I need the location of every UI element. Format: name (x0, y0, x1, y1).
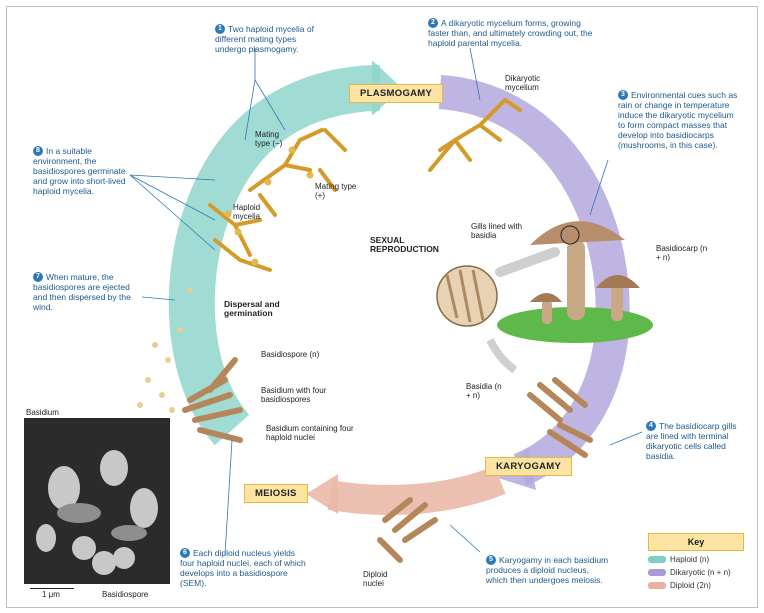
scale-bar (30, 588, 74, 589)
key-label-dikaryotic: Dikaryotic (n + n) (670, 568, 731, 577)
label-diploid-nuclei: Diploid nuclei (363, 570, 403, 588)
label-basidiospore-n: Basidiospore (n) (261, 350, 323, 359)
stage-plasmogamy: PLASMOGAMY (349, 84, 443, 103)
key-label-diploid: Diploid (2n) (670, 581, 711, 590)
note-1-number: 1 (215, 24, 225, 34)
key-legend: Key Haploid (n) Dikaryotic (n + n) Diplo… (648, 533, 744, 590)
label-mating-plus: Mating type (+) (315, 182, 359, 200)
note-8-text: In a suitable environment, the basidiosp… (33, 146, 126, 196)
note-6-text: Each diploid nucleus yields four haploid… (180, 548, 306, 588)
stage-meiosis: MEIOSIS (244, 484, 308, 503)
note-5-number: 5 (486, 555, 496, 565)
diploid-arrow-head (306, 474, 338, 514)
note-4-text: The basidiocarp gills are lined with ter… (646, 421, 736, 461)
note-7-text: When mature, the basidiospores are eject… (33, 272, 131, 312)
label-sexual-reproduction: SEXUAL REPRODUCTION (370, 236, 450, 254)
label-sem-basidium: Basidium (26, 408, 59, 417)
label-sem-basidiospore: Basidiospore (102, 590, 148, 599)
key-title: Key (648, 533, 744, 551)
note-2-number: 2 (428, 18, 438, 28)
key-item-dikaryotic: Dikaryotic (n + n) (648, 568, 744, 577)
note-5-text: Karyogamy in each basidium produces a di… (486, 555, 608, 585)
key-swatch-diploid (648, 582, 666, 589)
label-gills: Gills lined with basidia (471, 222, 535, 240)
note-7-number: 7 (33, 272, 43, 282)
note-3-number: 3 (618, 90, 628, 100)
note-6-number: 6 (180, 548, 190, 558)
note-4-number: 4 (646, 421, 656, 431)
note-3-text: Environmental cues such as rain or chang… (618, 90, 737, 150)
key-item-haploid: Haploid (n) (648, 555, 744, 564)
label-dikaryotic-mycelium: Dikaryotic mycelium (505, 74, 557, 92)
note-1-text: Two haploid mycelia of different mating … (215, 24, 314, 54)
label-mating-minus: Mating type (−) (255, 130, 295, 148)
label-basidia: Basidia (n + n) (466, 382, 502, 400)
label-basidium-four: Basidium with four basidiospores (261, 386, 351, 404)
label-basidium-nuclei: Basidium containing four haploid nuclei (266, 424, 354, 442)
stage-karyogamy: KARYOGAMY (485, 457, 572, 476)
key-item-diploid: Diploid (2n) (648, 581, 744, 590)
label-basidiocarp: Basidiocarp (n + n) (656, 244, 714, 262)
sem-micrograph (24, 418, 170, 584)
label-haploid-mycelia: Haploid mycelia (233, 203, 277, 221)
key-swatch-haploid (648, 556, 666, 563)
label-dispersal: Dispersal and germination (224, 300, 296, 318)
label-scale: 1 μm (42, 590, 60, 599)
note-2-text: A dikaryotic mycelium forms, growing fas… (428, 18, 592, 48)
diploid-arc (330, 480, 500, 500)
key-swatch-dikaryotic (648, 569, 666, 576)
note-8-number: 8 (33, 146, 43, 156)
key-label-haploid: Haploid (n) (670, 555, 709, 564)
